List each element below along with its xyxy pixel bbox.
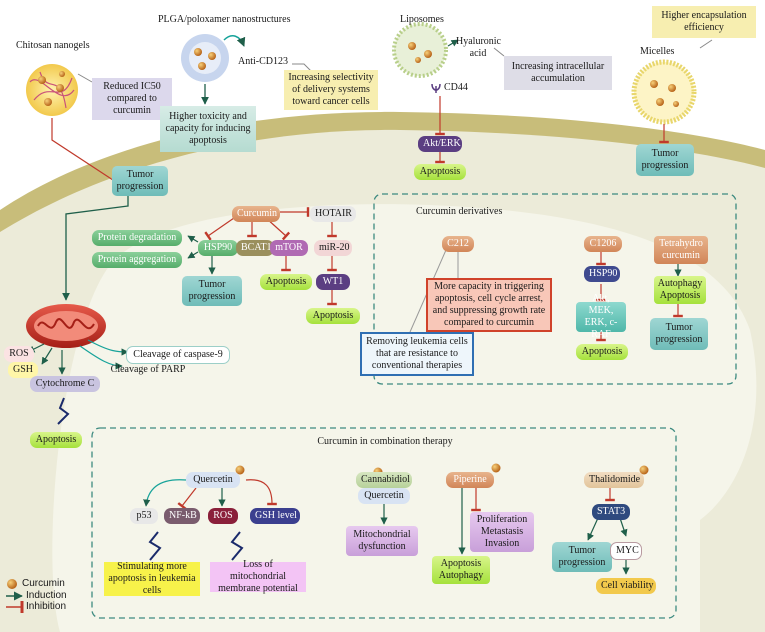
combination-panel: [91, 427, 677, 619]
c212-effect-note: More capacity in triggering apoptosis, c…: [426, 278, 552, 332]
parp-node: Cleavage of PARP: [110, 364, 186, 375]
cannabidiol-node: Cannabidiol: [356, 472, 412, 488]
apoptosis-liposome-node: Apoptosis: [414, 164, 466, 180]
ros-combo-node: ROS: [208, 508, 238, 524]
apoptosis-mtor-node: Apoptosis: [260, 274, 312, 290]
plga-title: PLGA/poloxamer nanostructures: [158, 14, 291, 25]
tumor-progression-combo: Tumor progression: [552, 542, 612, 572]
hsp90-derivative-node: HSP90: [584, 266, 620, 282]
quercetin-cbd-node: Quercetin: [358, 488, 410, 504]
legend-curcumin: Curcumin: [22, 578, 65, 589]
viability-node: Cell viability: [596, 578, 656, 594]
tumor-progression-thc: Tumor progression: [650, 318, 708, 350]
mito-dysfunction-node: Mitochondrial dysfunction: [346, 526, 418, 556]
apoptosis-combo-note: Stimulating more apoptosis in leukemia c…: [104, 561, 200, 596]
curcumin-dot-icon: [235, 465, 245, 475]
combination-title: Curcumin in combination therapy: [317, 436, 453, 447]
micelles-title: Micelles: [640, 46, 675, 57]
liposomes-title: Liposomes: [400, 14, 444, 25]
akt-erk-node: Akt/ERK: [418, 136, 462, 152]
mir20-node: miR-20: [314, 240, 352, 256]
tumor-progression-hsp90: Tumor progression: [182, 276, 242, 306]
c212-resistance-note: Removing leukemia cells that are resista…: [360, 332, 474, 376]
ros-node: ROS: [4, 346, 34, 362]
chitosan-title: Chitosan nanogels: [16, 40, 90, 51]
derivatives-title: Curcumin derivatives: [416, 206, 503, 217]
hyaluronic-acid-label: Hyaluronic acid: [456, 36, 501, 59]
legend-induction: Induction: [26, 590, 67, 601]
chitosan-nanogel-icon: [26, 64, 78, 116]
tumor-progression-left: Tumor progression: [112, 166, 168, 196]
derivatives-panel: [373, 193, 737, 385]
apoptosis-mito-node: Apoptosis: [30, 432, 82, 448]
proliferation-node: Proliferation Metastasis Invasion: [470, 512, 534, 552]
bcat1-node: BCAT1: [236, 240, 274, 256]
myc-node: MYC: [610, 542, 642, 560]
mito-potential-note: Loss of mitochondrial membrane potential: [210, 559, 306, 594]
gsh-node: GSH: [8, 362, 38, 378]
apoptosis-wt1-node: Apoptosis: [306, 308, 360, 324]
micelle-icon: [631, 59, 697, 125]
curcumin-dot-icon: [639, 465, 649, 475]
thc-effect-node: Autophagy Apoptosis: [654, 276, 706, 304]
p53-node: p53: [130, 508, 158, 524]
mtor-node: mTOR: [270, 240, 308, 256]
protein-degradation-node: Protein degradation: [92, 230, 182, 246]
curcumin-node: Curcumin: [232, 206, 280, 222]
quercetin-node: Quercetin: [186, 472, 240, 488]
wt1-node: WT1: [316, 274, 350, 290]
cd44-label: CD44: [444, 82, 468, 93]
protein-aggregation-node: Protein aggregation: [92, 252, 182, 268]
nfkb-node: NF-kB: [164, 508, 200, 524]
legend-inhibition: Inhibition: [26, 601, 67, 612]
chitosan-note: Reduced IC50 compared to curcumin: [92, 78, 172, 120]
caspase-node: Cleavage of caspase-9: [126, 346, 230, 364]
cytochrome-node: Cytochrome C: [30, 376, 100, 392]
legend-curcumin-icon: [7, 579, 17, 589]
kinases-node: Akt, MEK, ERK, c-RAF: [576, 293, 626, 340]
apoptosis-derivative-node: Apoptosis: [576, 344, 628, 360]
encapsulation-note: Higher encapsulation efficiency: [652, 6, 756, 38]
stat3-node: STAT3: [592, 504, 630, 520]
gsh-level-node: GSH level: [250, 508, 300, 524]
plga-note: Higher toxicity and capacity for inducin…: [160, 106, 256, 152]
apoptosis-autophagy-node: Apoptosis Autophagy: [432, 556, 490, 584]
curcumin-dot-icon: [491, 463, 501, 473]
legend: [6, 579, 24, 613]
hotair-node: HOTAIR: [310, 206, 356, 222]
plga-ligand: Anti-CD123: [238, 56, 288, 67]
c1206-node: C1206: [584, 236, 622, 252]
tumor-progression-micelle: Tumor progression: [636, 144, 694, 176]
thc-node: Tetrahydro curcumin: [654, 236, 708, 264]
selectivity-note: Increasing selectivity of delivery syste…: [284, 70, 378, 110]
plga-nanostructure-icon: [181, 34, 229, 82]
mitochondrion-icon: [26, 304, 106, 348]
thalidomide-node: Thalidomide: [584, 472, 644, 488]
hsp90-node: HSP90: [198, 240, 238, 256]
c212-node: C212: [442, 236, 474, 252]
accumulation-note: Increasing intracellular accumulation: [504, 56, 612, 90]
liposome-icon: [392, 22, 448, 78]
piperine-node: Piperine: [446, 472, 494, 488]
